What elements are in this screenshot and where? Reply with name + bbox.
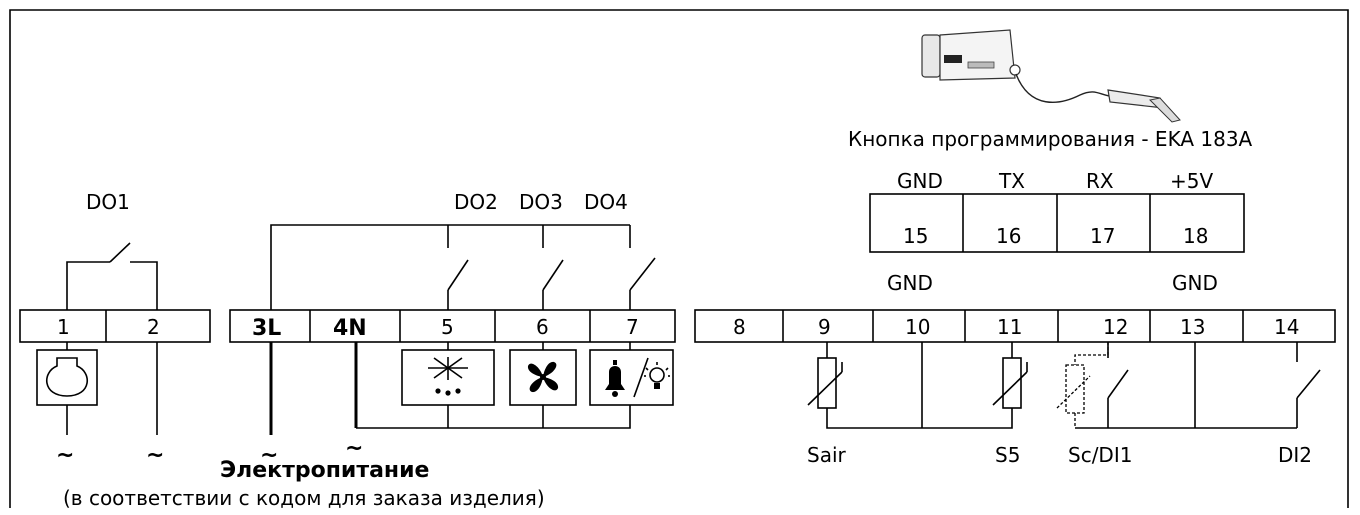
usb-label-tx: TX (998, 169, 1025, 193)
usb-label-gnd: GND (897, 169, 943, 193)
ac-symbol-2: ~ (146, 443, 164, 468)
terminal-8: 8 (733, 315, 746, 339)
power-note: (в соответствии с кодом для заказа издел… (63, 486, 545, 510)
compressor-icon (36, 349, 98, 406)
relay-label-do3: DO3 (519, 190, 563, 214)
sensor-label-sair: Sair (807, 443, 847, 467)
relay-switch-do4 (629, 257, 656, 310)
sensor-di2 (1075, 342, 1321, 429)
terminal-15: 15 (903, 224, 928, 248)
terminal-2: 2 (147, 315, 160, 339)
terminal-16: 16 (996, 224, 1021, 248)
usb-terminal-block (869, 193, 1245, 253)
terminal-13: 13 (1180, 315, 1205, 339)
terminal-14: 14 (1274, 315, 1299, 339)
sensor-sair (807, 342, 1013, 429)
terminal-block-8-14 (694, 309, 1336, 343)
ac-symbol-4n: ~ (345, 436, 363, 461)
sensor-label-s5: S5 (995, 443, 1020, 467)
defrost-icon (401, 349, 495, 406)
alarm-light-box (589, 349, 674, 406)
usb-programming-key-icon (921, 29, 1181, 123)
power-title: Электропитание (220, 458, 429, 483)
relay-label-do1: DO1 (86, 190, 130, 214)
sensor-sc-di1 (1056, 342, 1129, 428)
terminal-4n: 4N (333, 316, 367, 341)
sensor-label-di2: DI2 (1278, 443, 1312, 467)
usb-caption: Кнопка программирования - EKA 183A (848, 127, 1253, 151)
diagram-frame (9, 9, 1349, 508)
usb-label-5v: +5V (1170, 169, 1213, 193)
terminal-6: 6 (536, 315, 549, 339)
relay-label-do2: DO2 (454, 190, 498, 214)
ac-symbol-1: ~ (56, 443, 74, 468)
terminal-block-1-2 (19, 309, 211, 343)
terminal-block-3-7 (229, 309, 676, 343)
light-icon (644, 362, 670, 389)
terminal-5: 5 (441, 315, 454, 339)
alarm-bell-icon (605, 360, 625, 397)
terminal-11: 11 (997, 315, 1022, 339)
gnd-label-10: GND (887, 271, 933, 295)
relay-switch-do1 (66, 242, 158, 310)
terminal-9: 9 (818, 315, 831, 339)
relay-switch-do3 (542, 259, 564, 310)
terminal-12: 12 (1103, 315, 1128, 339)
relay-switch-do2 (447, 259, 469, 310)
terminal-3l: 3L (252, 316, 281, 341)
terminal-1: 1 (57, 315, 70, 339)
relay-label-do4: DO4 (584, 190, 628, 214)
terminal-17: 17 (1090, 224, 1115, 248)
gnd-label-13: GND (1172, 271, 1218, 295)
sensor-label-sc-di1: Sc/DI1 (1068, 443, 1132, 467)
sensor-s5 (992, 342, 1028, 409)
fan-icon (509, 349, 577, 406)
terminal-7: 7 (626, 315, 639, 339)
terminal-18: 18 (1183, 224, 1208, 248)
relay-common-bus (270, 224, 631, 310)
ac-symbol-3l: ~ (260, 443, 278, 468)
terminal-10: 10 (905, 315, 930, 339)
neutral-return-bus (356, 405, 631, 429)
usb-label-rx: RX (1086, 169, 1114, 193)
